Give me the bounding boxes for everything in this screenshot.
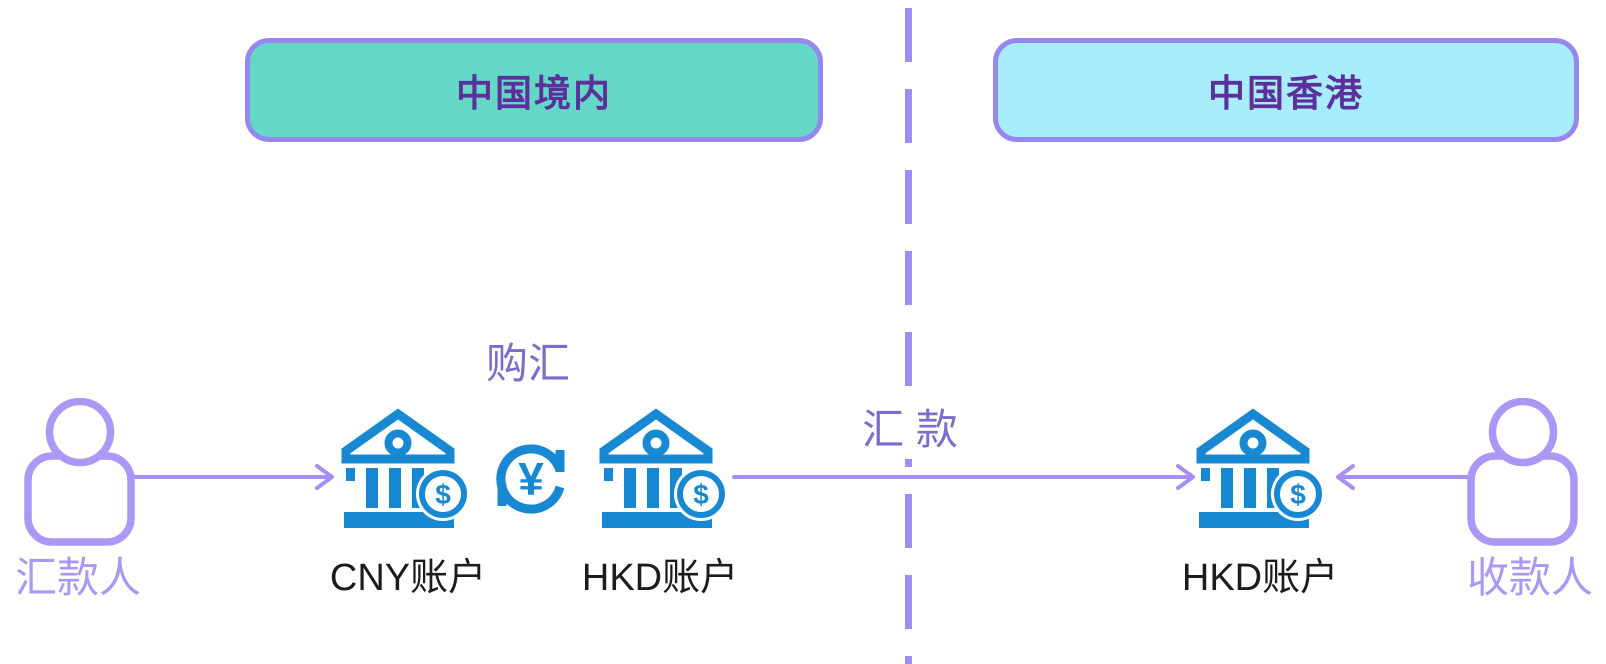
person-head	[1488, 398, 1558, 467]
dollar-badge-icon	[677, 470, 725, 518]
bank-column	[624, 468, 636, 508]
remitter-person-icon	[24, 398, 135, 546]
bank-pediment	[1196, 408, 1310, 464]
remitter-label: 汇款人	[14, 554, 141, 601]
region-title-mainland: 中国境内	[456, 73, 612, 114]
bank-base	[602, 512, 712, 528]
dollar-symbol: $	[1290, 479, 1306, 510]
arrow-remitter-to-cny-account	[130, 464, 334, 490]
region-title-hongkong: 中国香港	[1208, 73, 1364, 114]
dollar-badge-icon	[1274, 470, 1322, 518]
arrow-payee-to-hkd-account	[1336, 464, 1470, 490]
person-head	[45, 398, 115, 467]
bank-icon-hkd-account-hongkong: $	[1196, 408, 1325, 528]
arrow-head-right-icon	[315, 464, 334, 490]
region-box-mainland: 中国境内	[245, 38, 823, 142]
dollar-symbol: $	[435, 479, 451, 510]
dollar-symbol: $	[693, 479, 709, 510]
bank-pediment	[599, 408, 713, 464]
bank-base	[1199, 512, 1309, 528]
dollar-badge-icon	[419, 470, 467, 518]
bank-pediment	[341, 408, 455, 464]
bank-pediment-circle	[384, 429, 412, 457]
arrow-head-left-icon	[1336, 464, 1355, 490]
currency-exchange-icon: ¥	[496, 444, 565, 514]
bank-pediment-circle	[642, 429, 670, 457]
bank-wall-left	[604, 468, 613, 481]
bank-wall-left	[346, 468, 355, 481]
bank-column	[366, 468, 378, 508]
hkd-account-hongkong-label: HKD账户	[1181, 557, 1339, 599]
person-body	[24, 452, 135, 546]
bank-base	[344, 512, 454, 528]
exchange-arc-bottom	[496, 469, 565, 514]
person-body	[1467, 452, 1578, 546]
bank-column	[647, 468, 659, 508]
payee-label: 收款人	[1466, 554, 1593, 601]
payee-person-icon	[1467, 398, 1578, 546]
bank-icon-cny-account: $	[341, 408, 470, 528]
bank-column	[389, 468, 401, 508]
flow-label-fx-purchase: 购汇	[485, 340, 570, 387]
bank-pediment-circle	[1239, 429, 1267, 457]
cny-account-label: CNY账户	[329, 557, 487, 599]
arrow-remittance-cross-border	[732, 464, 1195, 490]
bank-wall-left	[1201, 468, 1210, 481]
arrow-head-right-icon	[1176, 464, 1195, 490]
bank-icon-hkd-account-mainland: $	[599, 408, 728, 528]
hkd-account-mainland-label: HKD账户	[581, 557, 739, 599]
border-divider-dashed-line	[905, 8, 912, 664]
yuan-symbol: ¥	[518, 453, 544, 505]
flow-label-remittance: 汇 款	[836, 394, 984, 459]
bank-column	[1244, 468, 1256, 508]
region-box-hongkong: 中国香港	[993, 38, 1579, 142]
bank-column	[1221, 468, 1233, 508]
